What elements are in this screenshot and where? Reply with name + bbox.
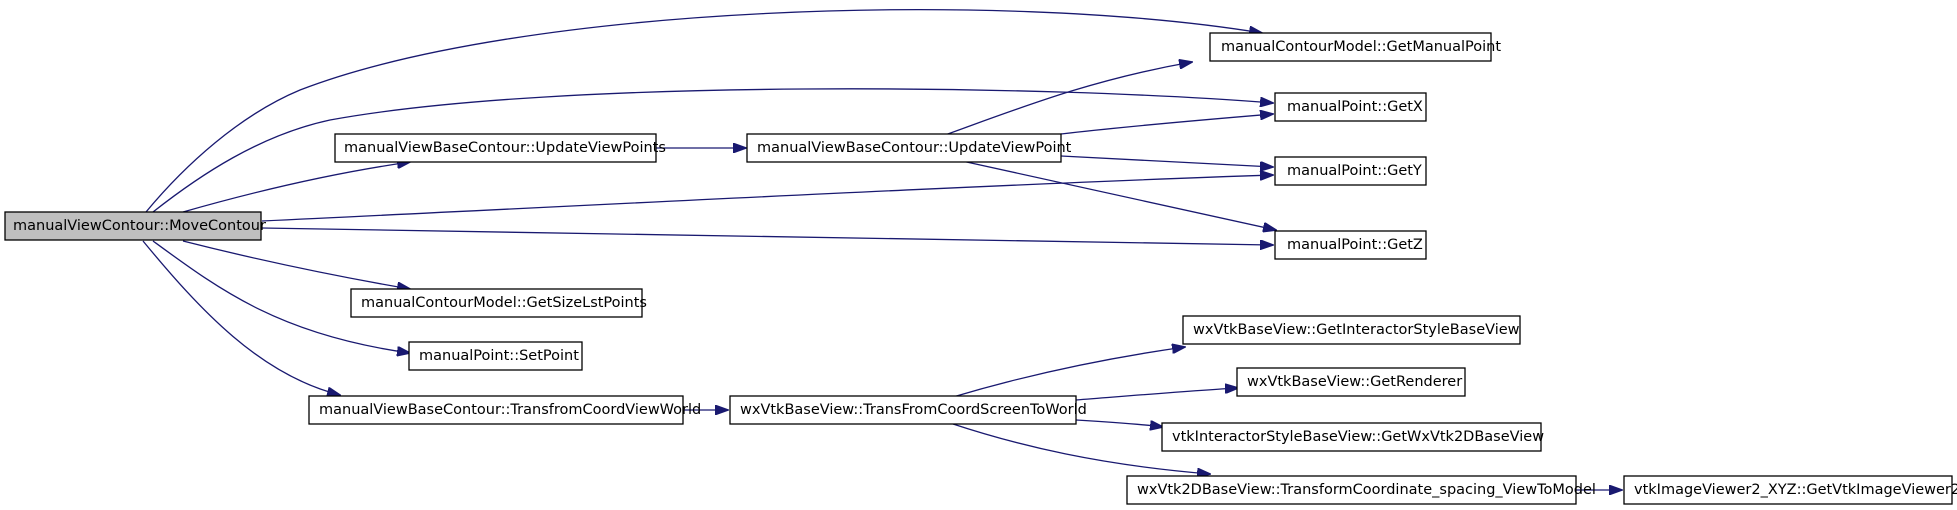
node-getz[interactable]: manualPoint::GetZ — [1274, 230, 1427, 260]
node-getrenderer[interactable]: wxVtkBaseView::GetRenderer — [1236, 367, 1466, 397]
node-gety[interactable]: manualPoint::GetY — [1274, 156, 1427, 186]
node-updateviewpoint[interactable]: manualViewBaseContour::UpdateViewPoint — [746, 133, 1072, 163]
edge-screentoworld-getrenderer — [1075, 388, 1238, 401]
node-label: wxVtkBaseView::TransFromCoordScreenToWor… — [740, 402, 1087, 418]
node-label: manualPoint::SetPoint — [419, 348, 579, 364]
node-label: manualViewBaseContour::UpdateViewPoints — [344, 140, 666, 156]
node-movecontour[interactable]: manualViewContour::MoveContour — [4, 211, 266, 241]
edge-screentoworld-getinteractorstylebaseview — [952, 347, 1185, 398]
node-transfromcoordviewworld[interactable]: manualViewBaseContour::TransfromCoordVie… — [308, 395, 701, 425]
node-label: manualContourModel::GetSizeLstPoints — [361, 295, 647, 311]
node-label: manualViewContour::MoveContour — [13, 218, 266, 234]
node-getsizelstpoints[interactable]: manualContourModel::GetSizeLstPoints — [350, 288, 647, 318]
node-label: manualViewBaseContour::UpdateViewPoint — [757, 140, 1072, 156]
edge-updateviewpoint-getz — [961, 160, 1276, 230]
edge-updateviewpoint-getmanualpoint — [944, 62, 1192, 136]
edge-movecontour-setpoint — [152, 240, 410, 353]
edge-updateviewpoint-getx — [1060, 114, 1273, 135]
node-label: wxVtkBaseView::GetInteractorStyleBaseVie… — [1193, 322, 1520, 338]
edge-movecontour-getz — [261, 227, 1273, 245]
node-label: vtkInteractorStyleBaseView::GetWxVtk2DBa… — [1172, 429, 1544, 445]
edge-movecontour-transfromcoordviewworld — [142, 240, 340, 395]
node-updateviewpoints[interactable]: manualViewBaseContour::UpdateViewPoints — [334, 133, 666, 163]
node-label: wxVtkBaseView::GetRenderer — [1247, 374, 1462, 390]
node-transformcoordinate[interactable]: wxVtk2DBaseView::TransformCoordinate_spa… — [1126, 475, 1596, 505]
node-label: manualViewBaseContour::TransfromCoordVie… — [319, 402, 701, 418]
edge-movecontour-updateviewpoints — [182, 162, 410, 213]
edge-movecontour-getsizelstpoints — [182, 240, 410, 289]
edge-screentoworld-transformcoordinate — [952, 423, 1210, 474]
node-label: manualPoint::GetY — [1287, 163, 1422, 179]
node-getvtkimageviewer2[interactable]: vtkImageViewer2_XYZ::GetVtkImageViewer2 — [1623, 475, 1957, 505]
node-getwxvtk2dbaseview[interactable]: vtkInteractorStyleBaseView::GetWxVtk2DBa… — [1161, 422, 1544, 452]
node-setpoint[interactable]: manualPoint::SetPoint — [408, 341, 583, 371]
node-transfromcoordscreentoworld[interactable]: wxVtkBaseView::TransFromCoordScreenToWor… — [729, 395, 1087, 425]
node-label: manualPoint::GetX — [1287, 99, 1423, 115]
node-label: manualContourModel::GetManualPoint — [1221, 39, 1501, 55]
edge-movecontour-getmanualpoint — [145, 9, 1262, 213]
edge-movecontour-getx — [152, 88, 1273, 213]
edge-screentoworld-getwxvtk2dbaseview — [1075, 419, 1163, 427]
node-label: wxVtk2DBaseView::TransformCoordinate_spa… — [1137, 482, 1596, 498]
node-label: manualPoint::GetZ — [1287, 237, 1423, 253]
node-getx[interactable]: manualPoint::GetX — [1274, 92, 1427, 122]
edge-movecontour-gety — [261, 175, 1273, 222]
edge-updateviewpoint-gety — [1060, 155, 1273, 167]
node-getinteractorstylebaseview[interactable]: wxVtkBaseView::GetInteractorStyleBaseVie… — [1182, 315, 1521, 345]
edges — [142, 9, 1622, 490]
node-getmanualpoint[interactable]: manualContourModel::GetManualPoint — [1209, 32, 1501, 62]
node-label: vtkImageViewer2_XYZ::GetVtkImageViewer2 — [1634, 482, 1957, 498]
